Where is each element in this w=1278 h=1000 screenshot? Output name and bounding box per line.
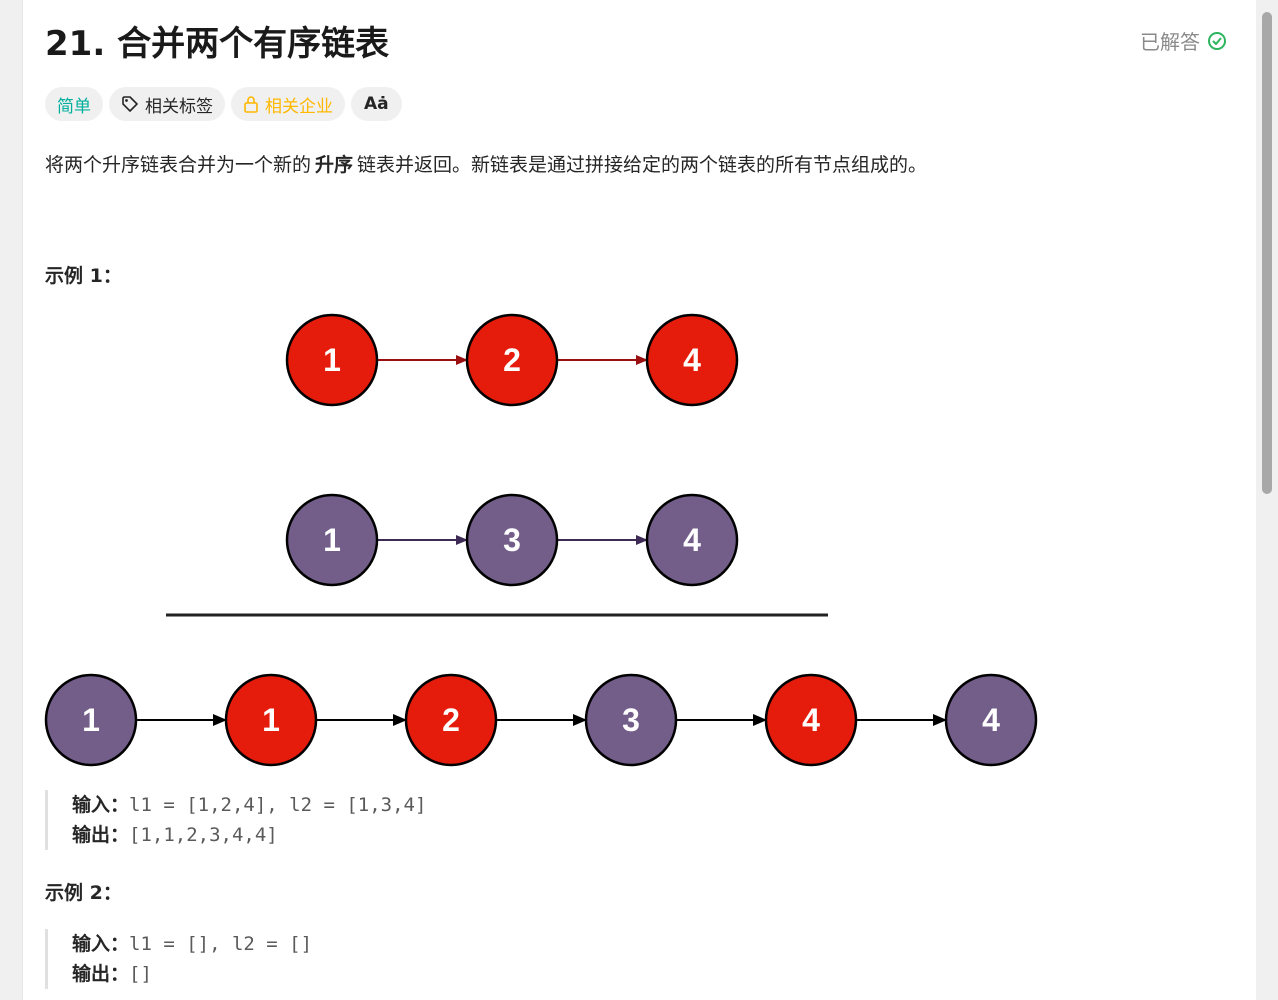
list-node: 1 bbox=[285, 493, 379, 587]
solved-label: 已解答 bbox=[1140, 30, 1200, 54]
companies-tag-label: 相关企业 bbox=[265, 96, 333, 117]
problem-description: 将两个升序链表合并为一个新的升序链表并返回。新链表是通过拼接给定的两个链表的所有… bbox=[45, 150, 927, 177]
node-circle bbox=[285, 493, 379, 587]
list-node: 3 bbox=[584, 673, 678, 767]
list-node: 4 bbox=[645, 493, 739, 587]
node-circle bbox=[285, 313, 379, 407]
description-text-after: 链表并返回。新链表是通过拼接给定的两个链表的所有节点组成的。 bbox=[357, 154, 928, 176]
list-node: 1 bbox=[224, 673, 318, 767]
list-l2: 1 3 4 bbox=[285, 493, 739, 587]
list-node: 4 bbox=[645, 313, 739, 407]
description-text-before: 将两个升序链表合并为一个新的 bbox=[45, 154, 312, 176]
problem-panel bbox=[22, 0, 1256, 1000]
node-circle bbox=[465, 493, 559, 587]
tag-bar: 简单 相关标签 相关企业 Aȧ bbox=[45, 87, 402, 121]
input-value: l1 = [], l2 = [] bbox=[129, 933, 313, 955]
description-bold: 升序 bbox=[315, 154, 354, 176]
output-value: [1,1,2,3,4,4] bbox=[129, 824, 278, 846]
input-label: 输入： bbox=[72, 794, 130, 816]
example-2-io: 输入：l1 = [], l2 = [] 输出：[] bbox=[45, 929, 312, 989]
problem-title: 21. 合并两个有序链表 bbox=[45, 24, 390, 64]
node-value: 4 bbox=[683, 522, 701, 558]
output-label: 输出： bbox=[72, 963, 130, 985]
node-value: 1 bbox=[323, 522, 341, 558]
linked-list-diagram: 1 2 4 1 3 4 1 1 2 3 4 4 bbox=[44, 313, 1038, 767]
list-node: 2 bbox=[465, 313, 559, 407]
output-label: 输出： bbox=[72, 824, 130, 846]
merged-list: 1 1 2 3 4 4 bbox=[44, 673, 1038, 767]
list-node: 3 bbox=[465, 493, 559, 587]
node-circle bbox=[44, 673, 138, 767]
example-1-input: 输入：l1 = [1,2,4], l2 = [1,3,4] bbox=[72, 790, 426, 820]
node-circle bbox=[645, 493, 739, 587]
lock-icon bbox=[244, 96, 258, 113]
example-1-title: 示例 1： bbox=[45, 265, 122, 287]
node-circle bbox=[944, 673, 1038, 767]
example-1-output: 输出：[1,1,2,3,4,4] bbox=[72, 820, 426, 850]
translate-button[interactable]: Aȧ bbox=[351, 87, 402, 121]
node-circle bbox=[764, 673, 858, 767]
example-2-title: 示例 2： bbox=[45, 882, 122, 904]
node-value: 3 bbox=[622, 702, 640, 738]
node-value: 2 bbox=[442, 702, 460, 738]
translate-icon: Aȧ bbox=[364, 94, 389, 114]
list-node: 4 bbox=[764, 673, 858, 767]
node-value: 1 bbox=[82, 702, 100, 738]
node-value: 4 bbox=[802, 702, 820, 738]
node-value: 1 bbox=[323, 342, 341, 378]
list-node: 1 bbox=[285, 313, 379, 407]
node-value: 4 bbox=[982, 702, 1000, 738]
example-2-output: 输出：[] bbox=[72, 959, 312, 989]
example-2-input: 输入：l1 = [], l2 = [] bbox=[72, 929, 312, 959]
list-node: 4 bbox=[944, 673, 1038, 767]
example-1-io: 输入：l1 = [1,2,4], l2 = [1,3,4] 输出：[1,1,2,… bbox=[45, 790, 426, 850]
solved-status: 已解答 bbox=[1140, 26, 1226, 55]
topics-tag-label: 相关标签 bbox=[145, 96, 213, 117]
node-value: 1 bbox=[262, 702, 280, 738]
node-value: 2 bbox=[503, 342, 521, 378]
output-value: [] bbox=[129, 963, 152, 985]
node-circle bbox=[645, 313, 739, 407]
list-node: 1 bbox=[44, 673, 138, 767]
list-node: 2 bbox=[404, 673, 498, 767]
node-value: 3 bbox=[503, 522, 521, 558]
node-circle bbox=[465, 313, 559, 407]
topics-tag-button[interactable]: 相关标签 bbox=[109, 87, 225, 121]
node-value: 4 bbox=[683, 342, 701, 378]
scrollbar-thumb[interactable] bbox=[1262, 12, 1272, 494]
node-circle bbox=[584, 673, 678, 767]
companies-tag-button[interactable]: 相关企业 bbox=[231, 87, 345, 121]
difficulty-badge[interactable]: 简单 bbox=[45, 87, 103, 121]
tag-icon bbox=[122, 96, 138, 112]
input-label: 输入： bbox=[72, 933, 130, 955]
input-value: l1 = [1,2,4], l2 = [1,3,4] bbox=[129, 794, 427, 816]
check-circle-icon bbox=[1208, 31, 1226, 50]
node-circle bbox=[404, 673, 498, 767]
list-l1: 1 2 4 bbox=[285, 313, 739, 407]
node-circle bbox=[224, 673, 318, 767]
